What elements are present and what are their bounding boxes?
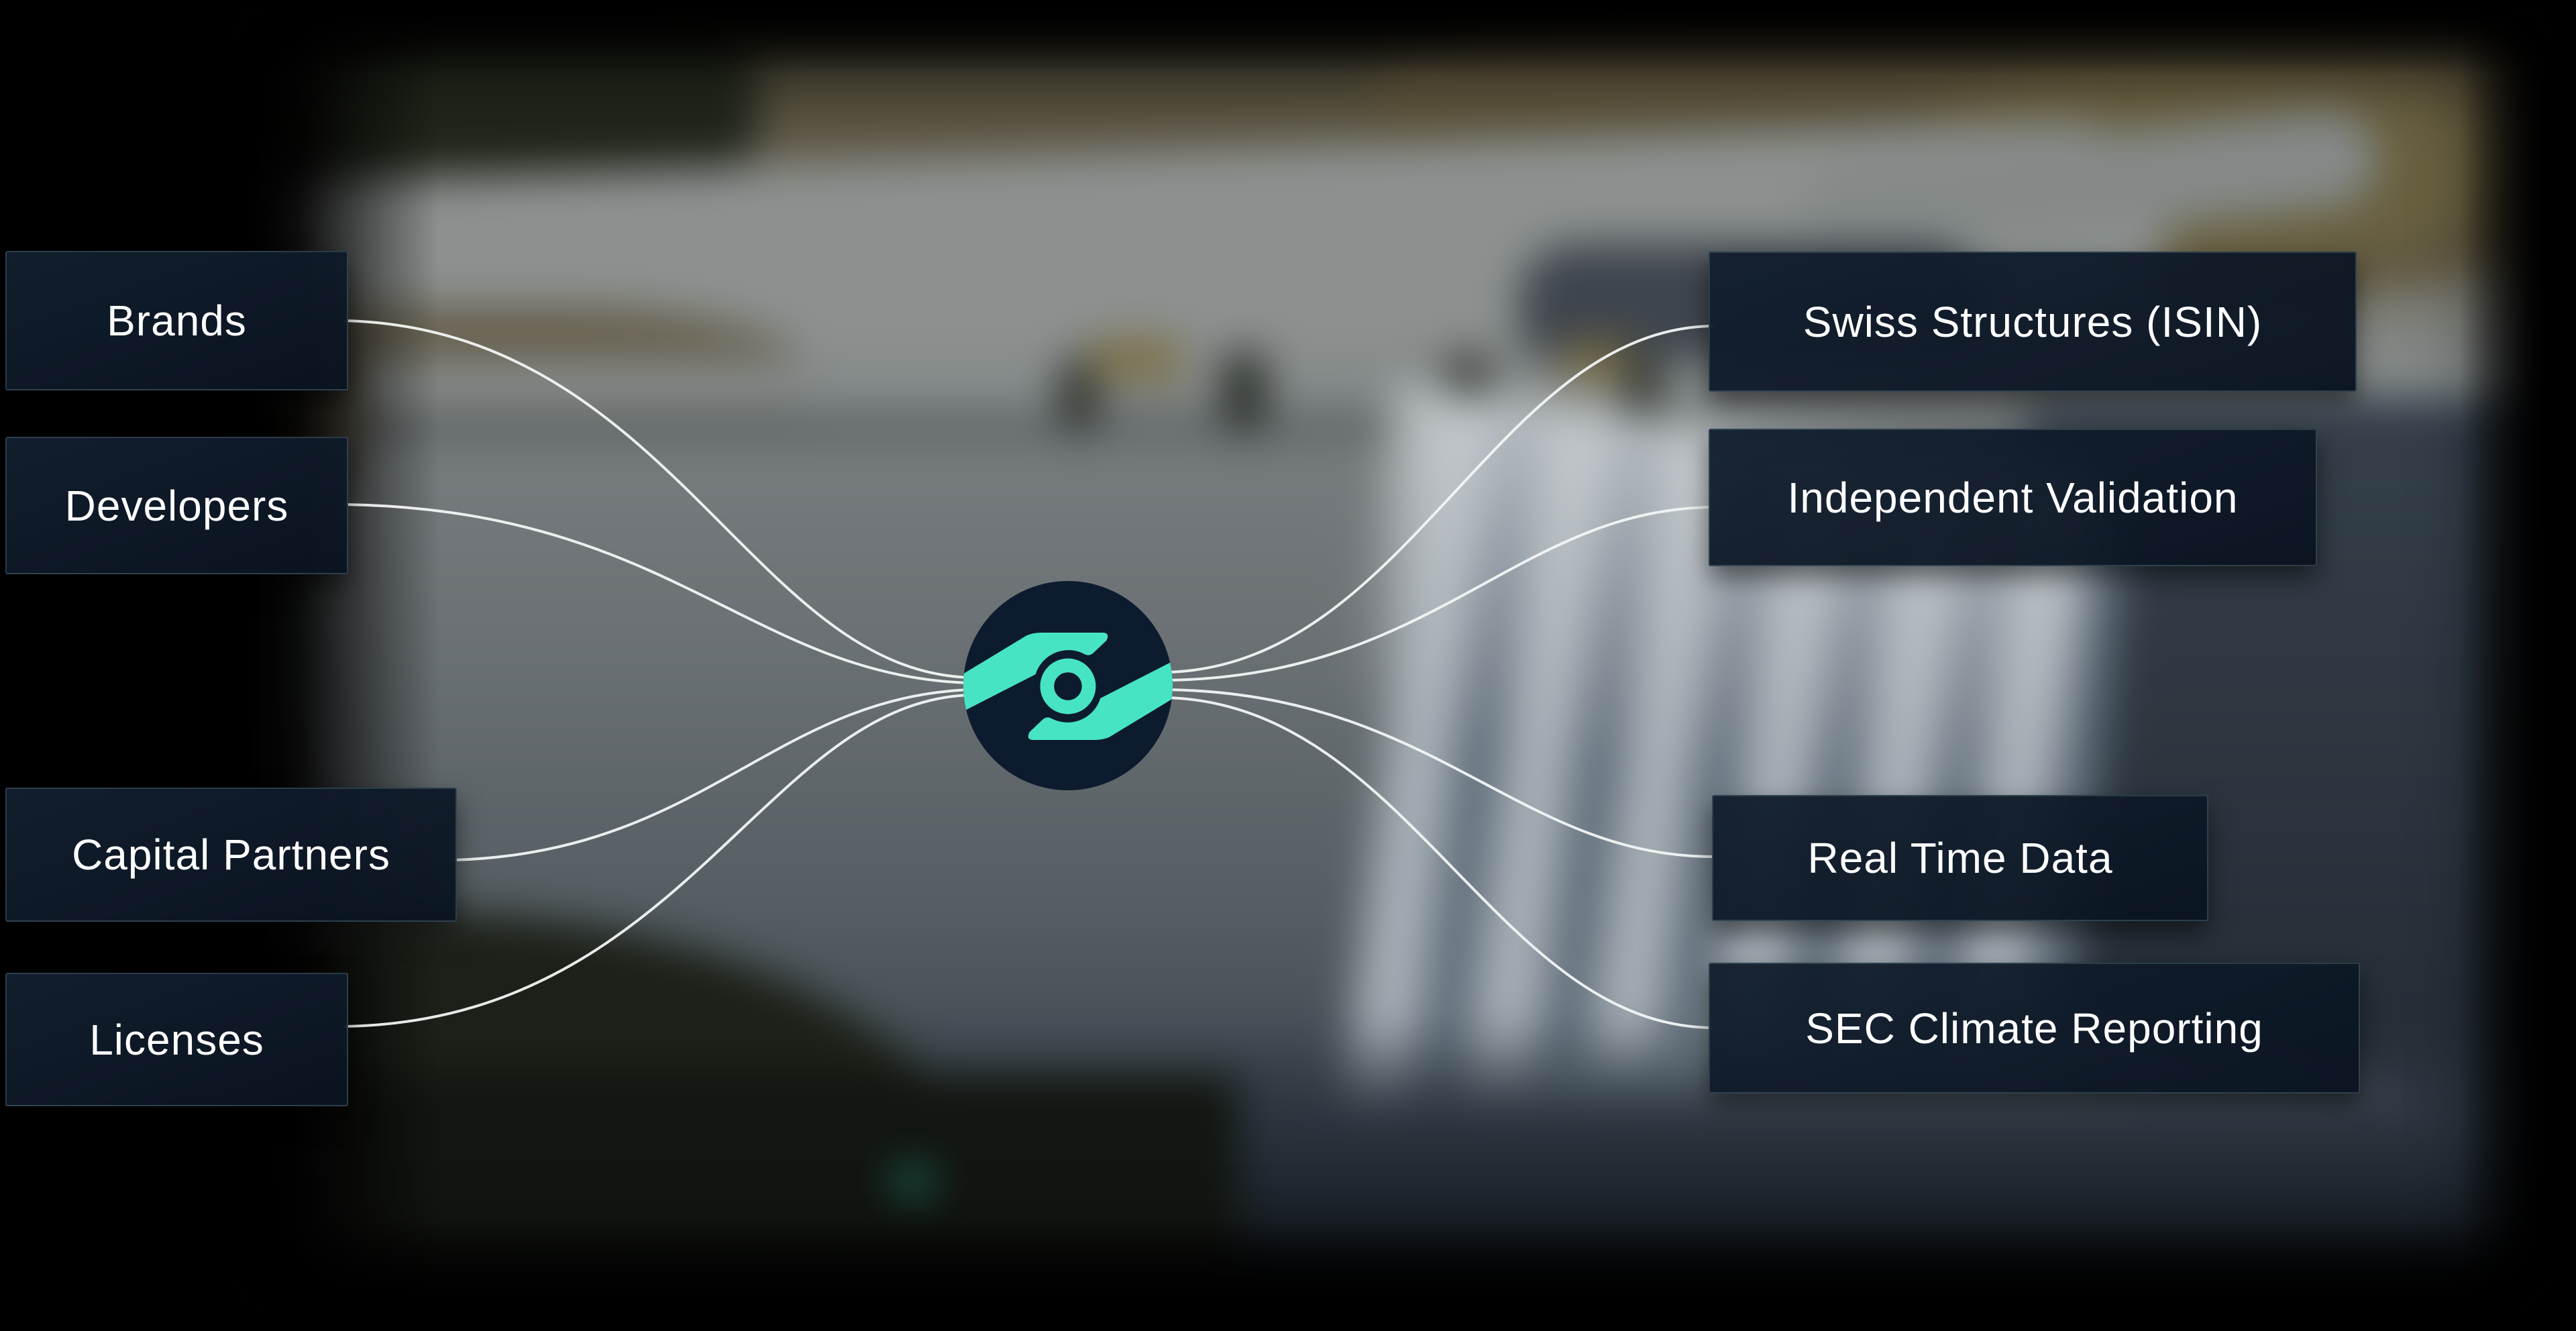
connector-sec-climate-reporting <box>1166 696 1713 1029</box>
connector-real-time-data <box>1166 688 1713 858</box>
node-sec-climate-reporting: SEC Climate Reporting <box>1709 963 2360 1094</box>
node-label: Brands <box>107 297 247 345</box>
connector-developers <box>344 503 971 684</box>
node-label: Swiss Structures (ISIN) <box>1803 297 2263 346</box>
connector-independent-validation <box>1166 506 1713 682</box>
connector-licenses <box>344 694 971 1028</box>
center-logo <box>962 580 1174 792</box>
node-developers: Developers <box>5 437 348 574</box>
crest-crane <box>1089 338 1181 381</box>
soluna-logo-icon <box>963 580 1173 791</box>
node-swiss-structures: Swiss Structures (ISIN) <box>1709 252 2357 392</box>
teal-light-speck <box>892 1166 934 1198</box>
node-label: Developers <box>64 481 289 530</box>
node-capital-partners: Capital Partners <box>5 788 457 922</box>
node-independent-validation: Independent Validation <box>1709 429 2317 566</box>
node-real-time-data: Real Time Data <box>1712 795 2208 921</box>
node-licenses: Licenses <box>5 973 348 1106</box>
node-label: Real Time Data <box>1807 834 2113 882</box>
node-label: Independent Validation <box>1787 473 2239 522</box>
node-label: Licenses <box>89 1015 264 1064</box>
connector-brands <box>344 319 971 679</box>
node-brands: Brands <box>5 251 348 390</box>
connector-capital-partners <box>453 688 971 861</box>
connector-swiss-structures <box>1166 325 1713 674</box>
node-label: SEC Climate Reporting <box>1805 1004 2263 1053</box>
node-label: Capital Partners <box>72 831 390 879</box>
